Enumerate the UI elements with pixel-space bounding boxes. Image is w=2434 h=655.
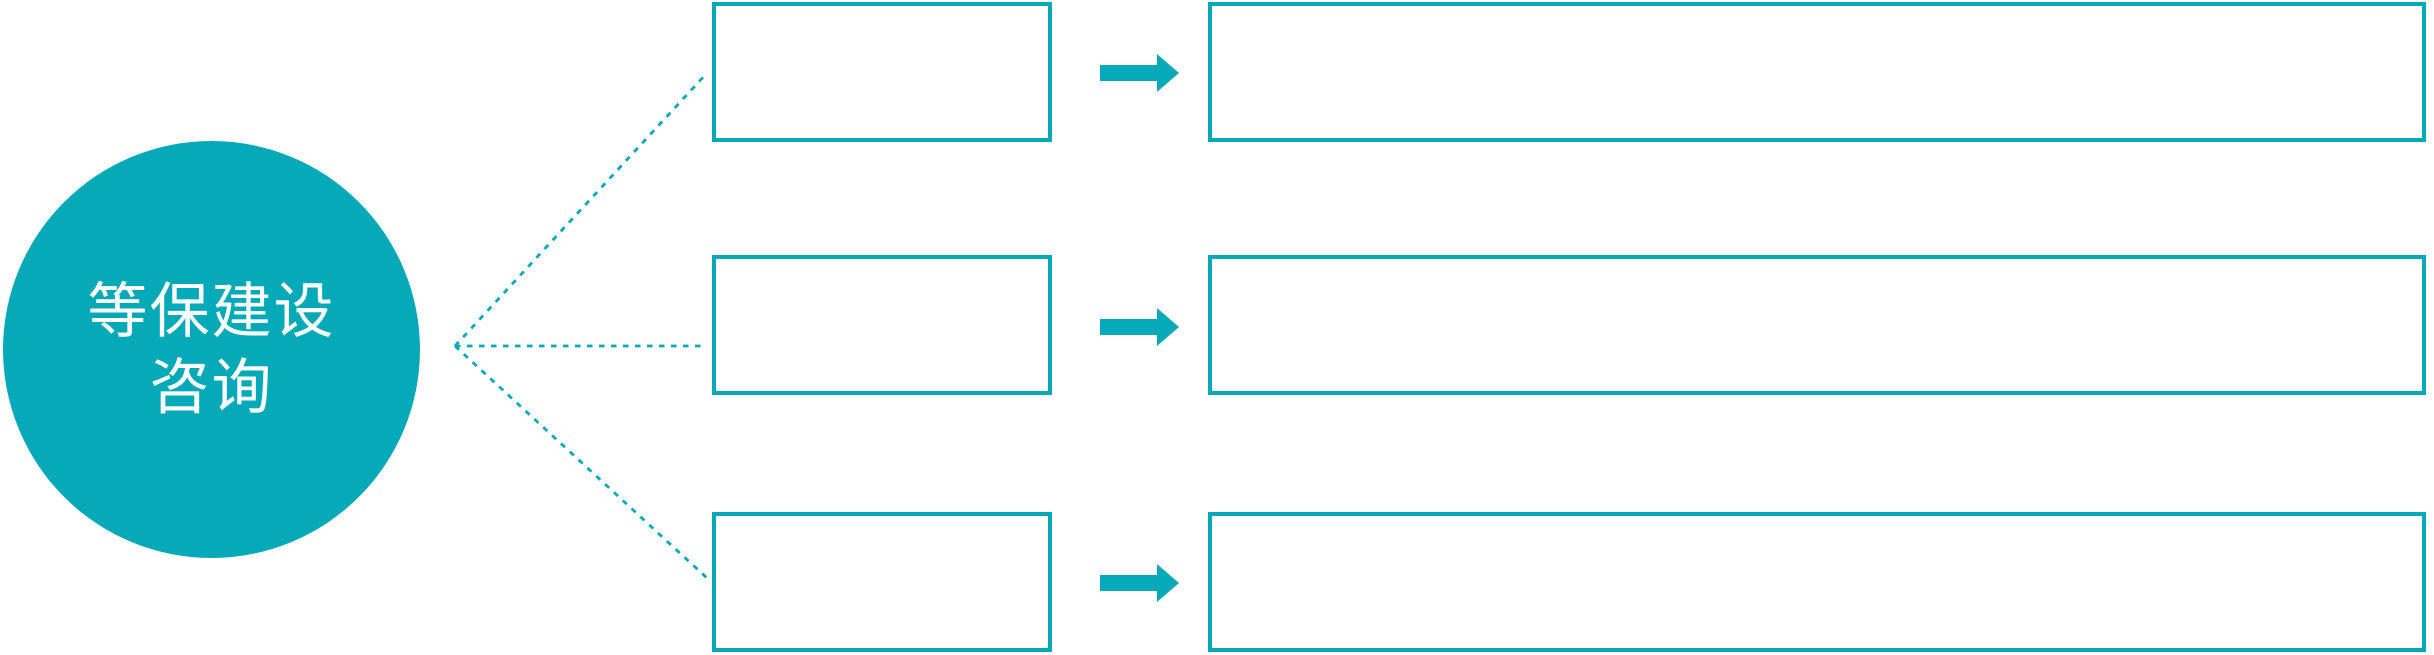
arrow-right-icon [1100, 308, 1179, 346]
hub-label-line-1: 等保建设 [87, 276, 336, 347]
small-box-3 [712, 512, 1052, 652]
hub-label-line-2: 咨询 [149, 352, 274, 423]
large-box-1 [1208, 2, 2426, 142]
large-box-3 [1208, 512, 2426, 652]
connector-dotted-line-top [453, 72, 709, 347]
arrow-right-icon [1100, 54, 1179, 92]
connector-dotted-line-bottom [454, 344, 708, 580]
hub-circle: 等保建设 咨询 [3, 141, 420, 558]
arrow-right-icon [1100, 564, 1179, 602]
small-box-1 [712, 2, 1052, 142]
large-box-2 [1208, 255, 2426, 395]
small-box-2 [712, 255, 1052, 395]
